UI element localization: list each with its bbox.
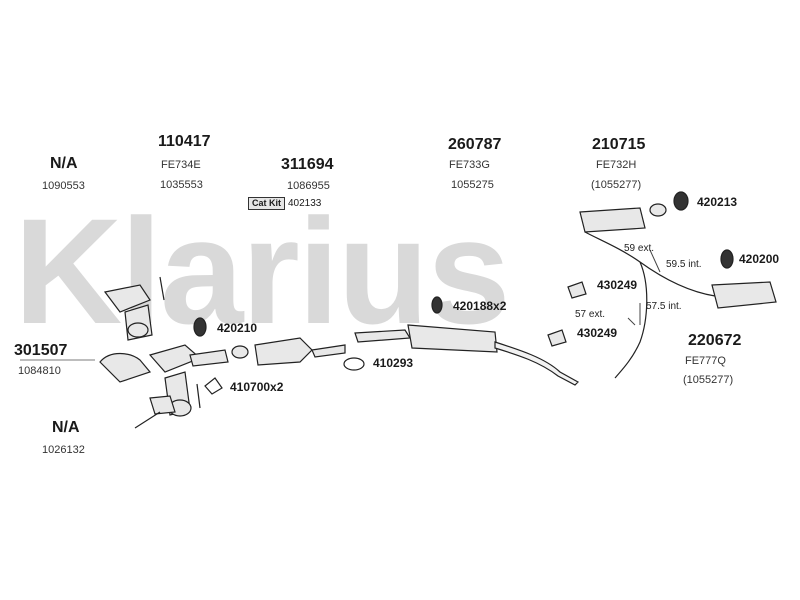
part-110417-model: FE734E (161, 159, 201, 171)
rear-silencer-top (579, 203, 667, 233)
fitting-420213: 420213 (697, 195, 738, 209)
part-301507-ref: 1084810 (18, 365, 61, 377)
part-220672-ref: (1055277) (683, 374, 734, 386)
part-na-bottom: N/A (52, 419, 80, 436)
part-110417: 110417 (158, 133, 211, 150)
part-210715-ref: (1055277) (591, 179, 642, 191)
fitting-icons (193, 191, 734, 395)
cat-kit-badge: Cat Kit (248, 197, 285, 210)
cat-kit-code: 402133 (288, 198, 322, 209)
fitting-420188: 420188x2 (453, 299, 507, 313)
part-260787: 260787 (448, 136, 502, 153)
dim-59-ext: 59 ext. (624, 243, 655, 254)
front-catalyst (231, 337, 346, 366)
part-311694: 311694 (281, 156, 334, 173)
part-260787-ref: 1055275 (451, 179, 494, 191)
part-na-top-ref: 1090553 (42, 180, 85, 192)
dim-57-ext: 57 ext. (575, 309, 606, 320)
part-na-top: N/A (50, 155, 78, 172)
brand-watermark: Klarius (14, 187, 511, 355)
fitting-420210: 420210 (217, 321, 258, 335)
dim-59-5-int: 59.5 int. (666, 259, 702, 270)
dim-57-5-int: 57.5 int. (646, 301, 682, 312)
part-220672: 220672 (688, 332, 742, 349)
part-110417-ref: 1035553 (160, 179, 203, 191)
fitting-410700: 410700x2 (230, 380, 284, 394)
part-210715-model: FE732H (596, 159, 637, 171)
rear-silencer-right (711, 281, 777, 309)
fitting-430249-lower: 430249 (577, 326, 618, 340)
fitting-420200: 420200 (739, 252, 780, 266)
fitting-430249-upper: 430249 (597, 278, 638, 292)
part-260787-model: FE733G (449, 159, 490, 171)
part-na-bottom-ref: 1026132 (42, 444, 85, 456)
centre-silencer (354, 324, 579, 386)
part-210715: 210715 (592, 136, 646, 153)
manifold-assembly (99, 276, 229, 429)
part-311694-ref: 1086955 (287, 180, 330, 192)
part-220672-model: FE777Q (685, 355, 726, 367)
dimension-markers (627, 249, 661, 326)
fitting-410293: 410293 (373, 356, 414, 370)
rear-pipework (584, 231, 716, 379)
part-301507: 301507 (14, 342, 68, 359)
